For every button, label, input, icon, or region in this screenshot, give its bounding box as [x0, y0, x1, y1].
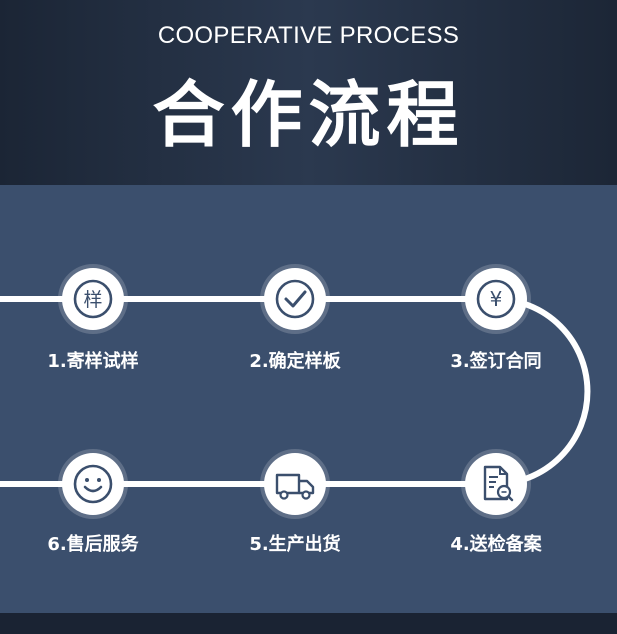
- step-2-circle: [264, 268, 326, 330]
- truck-icon: [275, 473, 315, 500]
- step-5-label: 5.生产出货: [249, 534, 341, 555]
- step-4-label: 4.送检备案: [450, 534, 542, 555]
- step-4-circle: [465, 453, 527, 515]
- step-3-label: 3.签订合同: [450, 351, 542, 372]
- checkmark-icon: [275, 279, 315, 319]
- footer-strip: [0, 613, 617, 634]
- yen-icon: ¥: [476, 279, 516, 319]
- process-panel: [0, 185, 617, 613]
- yang-glyph: 样: [83, 289, 102, 311]
- step-2-label: 2.确定样板: [249, 351, 341, 372]
- yang-character-icon: 样: [73, 279, 113, 319]
- step-6-circle: [62, 453, 124, 515]
- header-banner: COOPERATIVE PROCESS 合作流程: [0, 0, 617, 185]
- page-title: 合作流程: [152, 73, 465, 157]
- step-1-label: 1.寄样试样: [47, 351, 139, 372]
- step-3-circle: ¥: [465, 268, 527, 330]
- step-6-label: 6.售后服务: [47, 534, 139, 555]
- document-search-icon: [483, 465, 514, 502]
- step-5-circle: [264, 453, 326, 515]
- smiley-icon: [73, 464, 113, 504]
- yen-glyph: ¥: [490, 287, 503, 311]
- step-1-circle: 样: [62, 268, 124, 330]
- page-subtitle: COOPERATIVE PROCESS: [157, 22, 460, 49]
